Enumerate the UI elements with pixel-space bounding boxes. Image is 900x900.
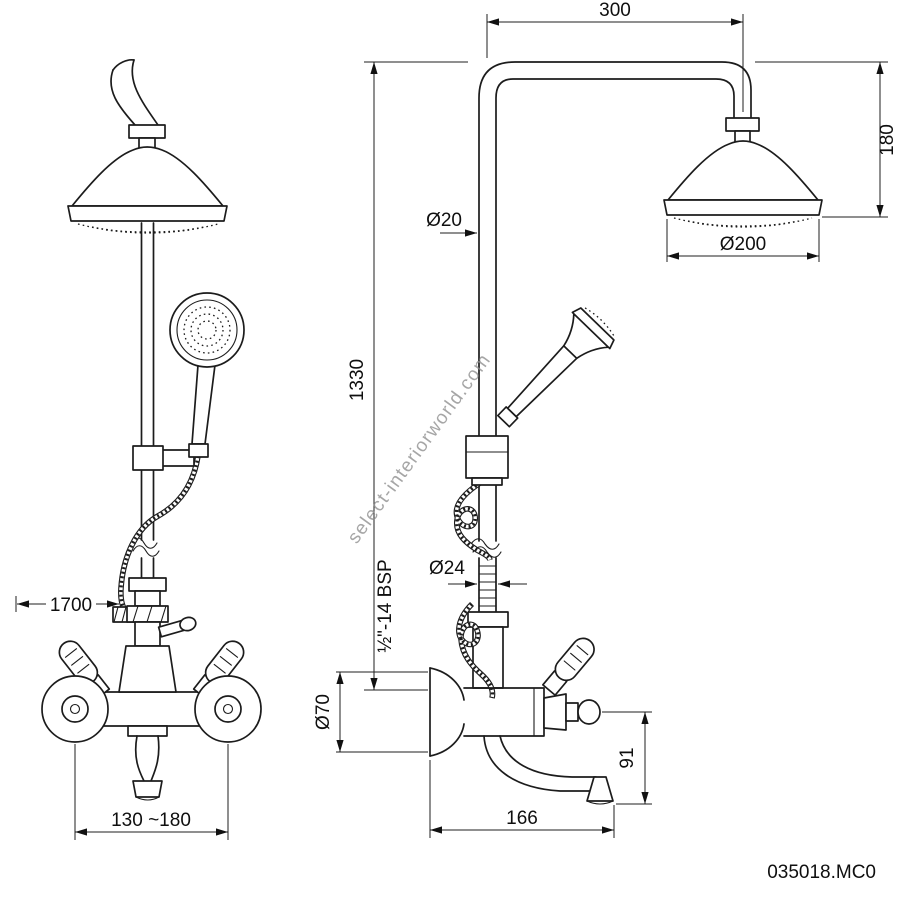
dim-label-riser-height: 1330 xyxy=(347,359,368,401)
side-mixer xyxy=(429,602,614,805)
front-right-flange xyxy=(194,675,262,743)
dim-head-drop: 180 xyxy=(755,61,898,218)
dim-label-thread-spec: ½"-14 BSP xyxy=(375,559,396,652)
dim-arm-reach: 300 xyxy=(486,0,744,112)
side-shower-head xyxy=(663,117,823,228)
dim-head-diameter: Ø200 xyxy=(666,219,820,262)
front-left-flange xyxy=(41,675,109,743)
side-shower-hose-upper xyxy=(453,475,493,562)
dim-riser-height: 1330 xyxy=(347,61,468,691)
dim-label-spout-drop: 91 xyxy=(617,747,638,768)
dim-label-wall-centers: 130 ~180 xyxy=(111,810,191,831)
side-tub-spout xyxy=(483,735,614,805)
dim-label-escutcheon-diameter: Ø70 xyxy=(313,694,334,730)
side-lever xyxy=(542,637,595,696)
side-hand-shower-holder xyxy=(465,435,509,486)
dim-label-hose-length: 1700 xyxy=(50,595,92,616)
dim-escutcheon-diameter: Ø70 xyxy=(313,671,428,753)
side-view: 300 180 Ø200 Ø20 1330 xyxy=(313,0,898,838)
pipe-break-icon xyxy=(470,538,500,550)
dim-label-arm-reach: 300 xyxy=(599,0,631,21)
side-shower-hose-lower xyxy=(456,602,496,699)
dim-connection-diameter: Ø24 xyxy=(429,558,527,588)
dim-label-riser-diameter: Ø20 xyxy=(426,210,462,231)
hand-shower-handle xyxy=(191,364,216,445)
dim-hose-length: 1700 xyxy=(15,595,119,616)
dim-label-connection-diameter: Ø24 xyxy=(429,558,465,579)
front-diverter-lever xyxy=(157,616,197,638)
dim-riser-diameter: Ø20 xyxy=(426,210,477,237)
front-shower-arm xyxy=(110,59,166,151)
dim-spout-reach: 166 xyxy=(429,760,615,838)
dim-label-head-drop: 180 xyxy=(877,124,898,156)
dim-spout-drop: 91 xyxy=(602,711,652,805)
front-hand-shower-holder xyxy=(132,445,195,471)
hand-shower-face xyxy=(169,292,245,368)
dim-thread-spec: ½"-14 BSP xyxy=(375,559,396,652)
side-riser-pipe xyxy=(470,61,752,613)
hand-shower-handle xyxy=(506,344,578,418)
front-hand-shower xyxy=(169,292,245,458)
front-mixer xyxy=(41,577,262,801)
product-code: 035018.MC0 xyxy=(767,862,876,883)
dim-wall-centers: 130 ~180 xyxy=(74,744,229,840)
side-diverter-knob xyxy=(543,693,601,731)
front-tub-spout xyxy=(127,725,168,801)
thread-hatch xyxy=(478,565,497,607)
dim-label-spout-reach: 166 xyxy=(506,808,538,829)
dim-label-head-diameter: Ø200 xyxy=(720,234,766,255)
front-shower-head xyxy=(67,146,228,234)
front-view: 1700 130 ~180 xyxy=(15,59,262,840)
side-hand-shower xyxy=(496,307,615,428)
